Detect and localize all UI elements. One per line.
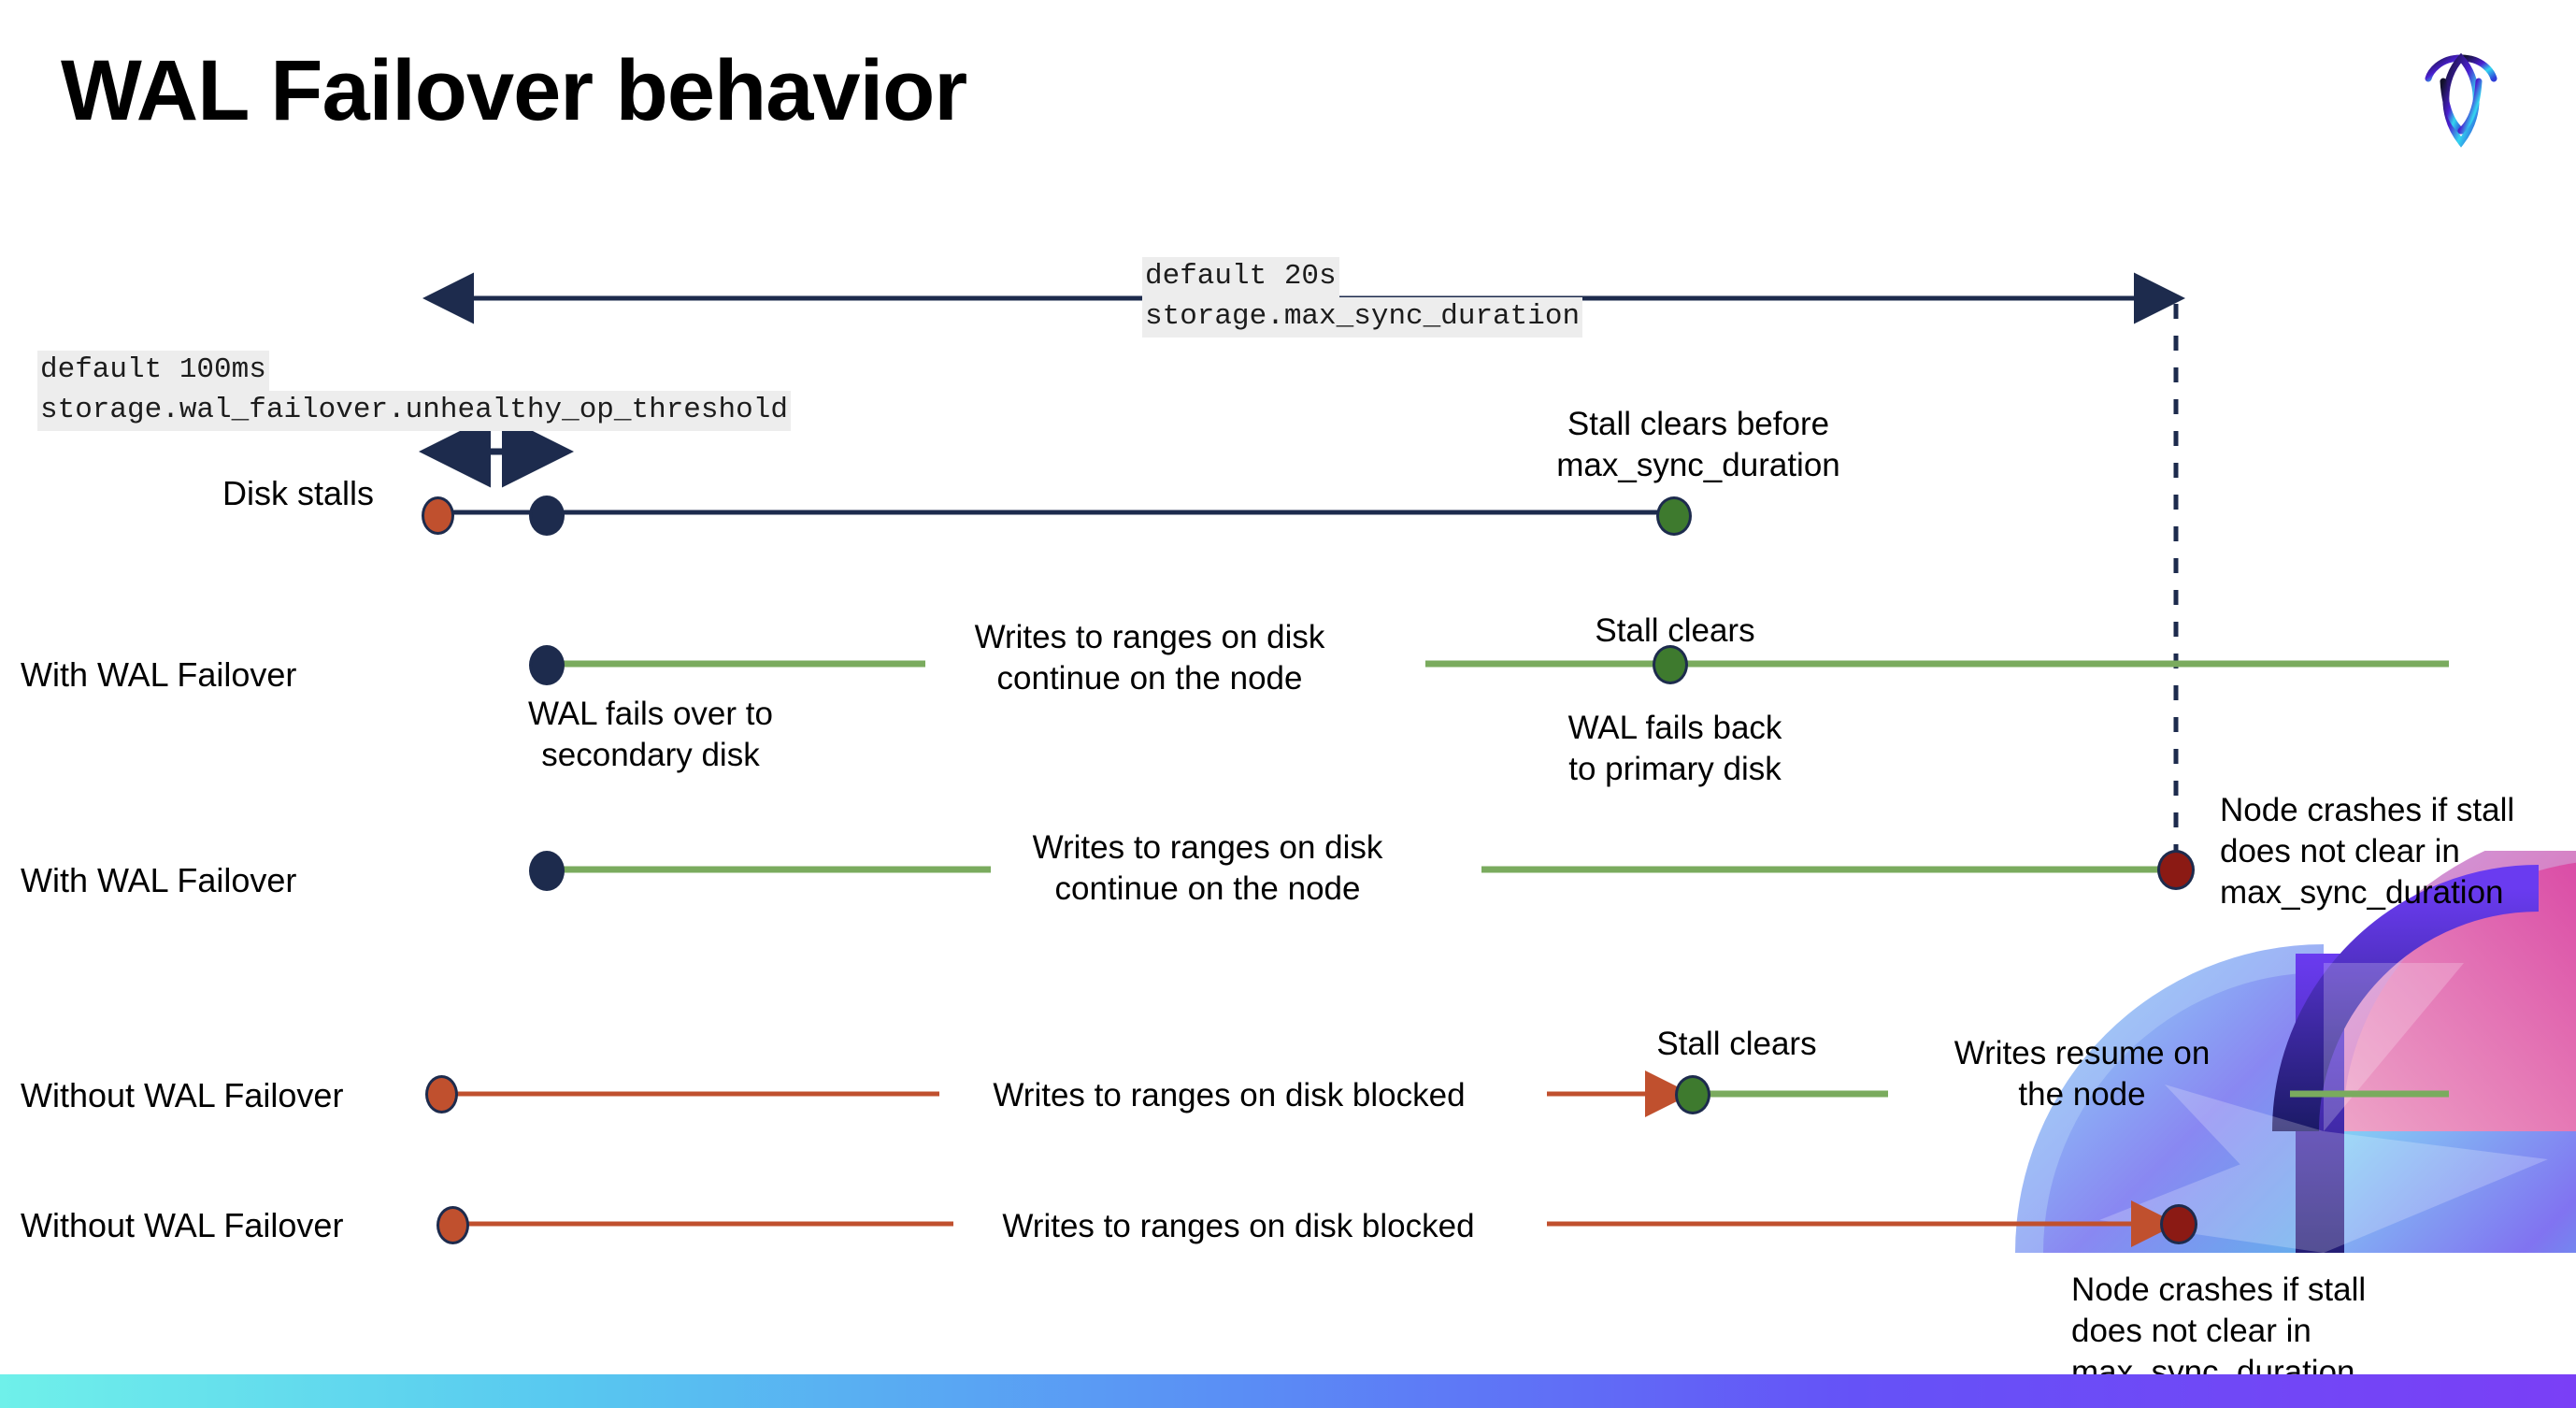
green-dot-stall-clear — [1656, 496, 1692, 536]
unhealthy-setting-label: storage.wal_failover.unhealthy_op_thresh… — [37, 391, 791, 431]
note-writes-continue-1: Writes to ranges on disk continue on the… — [974, 619, 1325, 697]
note-writes-continue-2: Writes to ranges on disk continue on the… — [1032, 829, 1383, 908]
note-stall-clears-1: Stall clears — [1595, 612, 1755, 649]
max-sync-default-label: default 20s — [1142, 257, 1339, 297]
note-writes-resume: Writes resume on the node — [1953, 1035, 2211, 1113]
dark-red-dot-node-crash-row5 — [2160, 1204, 2197, 1244]
node-crash-callout: Node crashes if stall does not clear in … — [2010, 1253, 2576, 1390]
note-writes-blocked-2: Writes to ranges on disk blocked — [1002, 1208, 1475, 1244]
green-dot-stall-clear-row4 — [1675, 1075, 1710, 1114]
note-node-crashes-1: Node crashes if stall does not clear in … — [2220, 792, 2515, 912]
row-label-without-wal-failover-2: Without WAL Failover — [21, 1206, 344, 1244]
note-writes-blocked-1: Writes to ranges on disk blocked — [993, 1077, 1466, 1113]
green-dot-stall-clear-row2 — [1653, 645, 1688, 684]
dark-red-dot-node-crash-row3 — [2157, 850, 2195, 890]
page-title: WAL Failover behavior — [61, 43, 967, 138]
navy-dot-failover-point-row3 — [529, 851, 565, 891]
bottom-gradient-bar — [0, 1374, 2576, 1408]
note-wal-fails-over: WAL fails over to secondary disk — [528, 696, 773, 774]
row-label-with-wal-failover-2: With WAL Failover — [21, 861, 297, 899]
navy-dot-failover-point-row2 — [529, 645, 565, 685]
navy-dot-failover-point — [529, 496, 565, 536]
note-wal-fails-back: WAL fails back to primary disk — [1567, 710, 1782, 788]
row-label-with-wal-failover-1: With WAL Failover — [21, 655, 297, 694]
cockroach-labs-logo-icon — [2391, 21, 2531, 161]
note-node-crashes-2: Node crashes if stall does not clear in … — [2071, 1272, 2367, 1391]
unhealthy-default-label: default 100ms — [37, 351, 269, 391]
orange-dot-stall-start-row4 — [425, 1075, 458, 1113]
max-sync-setting-label: storage.max_sync_duration — [1142, 297, 1583, 338]
row-label-disk-stalls: Disk stalls — [222, 474, 375, 512]
note-stall-clears-2: Stall clears — [1656, 1026, 1817, 1062]
orange-dot-stall-start-row5 — [436, 1206, 469, 1244]
note-stall-clears-before: Stall clears before max_sync_duration — [1556, 406, 1840, 484]
orange-dot-stall-start — [422, 496, 454, 535]
row-label-without-wal-failover-1: Without WAL Failover — [21, 1076, 344, 1114]
